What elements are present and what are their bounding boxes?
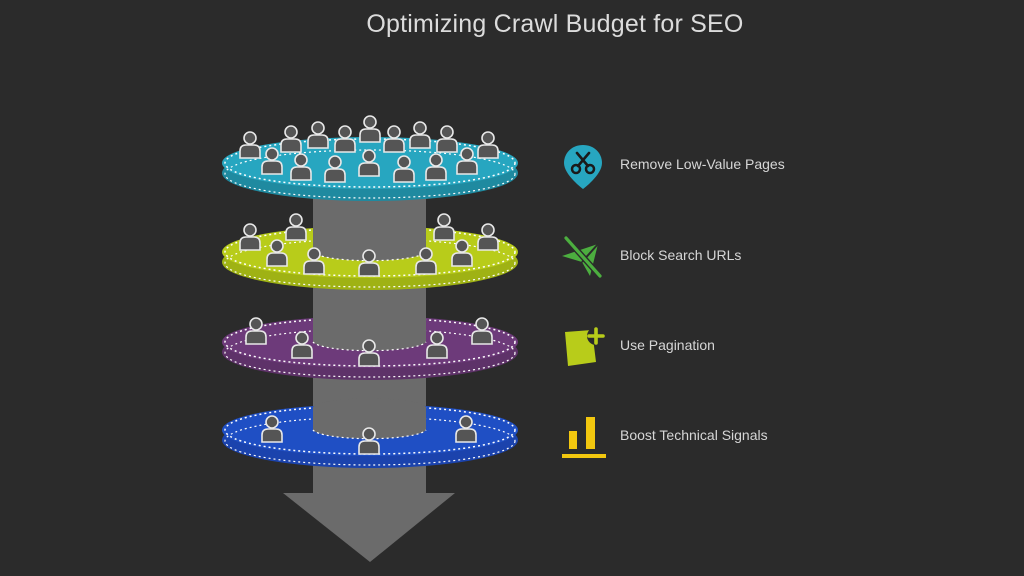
crossed-out-airplane-icon xyxy=(562,235,603,279)
bottom-layer xyxy=(222,398,518,468)
item-block-search-urls: Block Search URLs xyxy=(558,232,858,282)
plus-note-icon xyxy=(565,327,605,366)
item-label: Block Search URLs xyxy=(620,247,742,263)
funnel-arrow-head xyxy=(283,493,455,562)
second-layer xyxy=(222,200,518,290)
page-title: Optimizing Crawl Budget for SEO xyxy=(366,10,744,38)
top-layer xyxy=(222,115,518,201)
item-label: Remove Low-Value Pages xyxy=(620,156,785,172)
item-remove-low-value-pages: Remove Low-Value Pages xyxy=(558,141,858,191)
bar-chart-icon xyxy=(562,417,606,458)
third-layer xyxy=(222,292,518,380)
scissors-location-pin-icon xyxy=(564,145,602,189)
item-label: Boost Technical Signals xyxy=(620,427,768,443)
item-label: Use Pagination xyxy=(620,337,715,353)
item-boost-technical-signals: Boost Technical Signals xyxy=(558,412,858,462)
item-use-pagination: Use Pagination xyxy=(558,322,858,372)
